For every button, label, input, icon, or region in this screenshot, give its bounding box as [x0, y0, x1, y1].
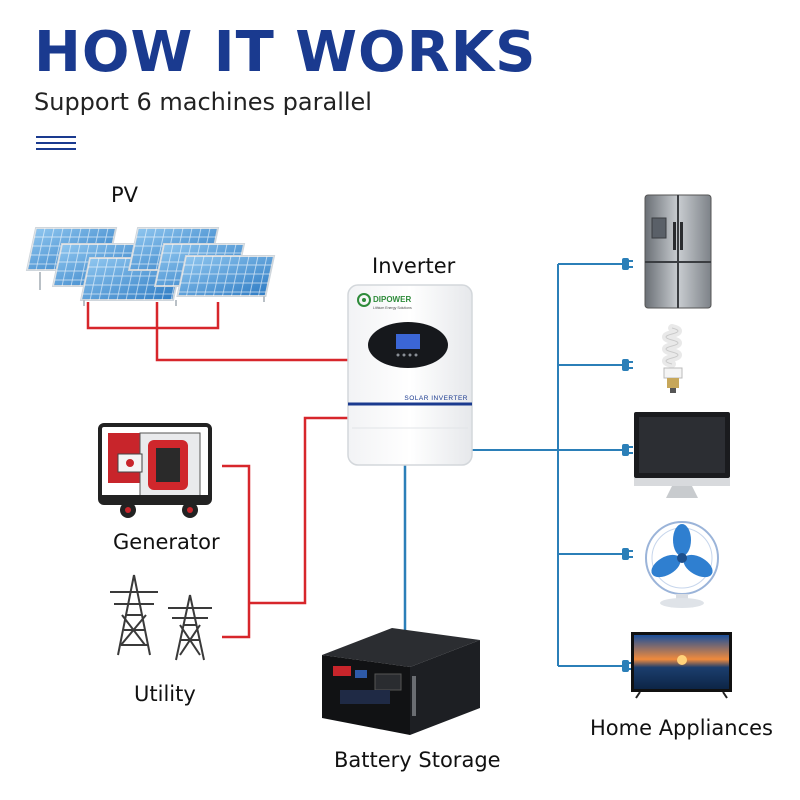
pv-to-inverter-wire — [86, 302, 348, 362]
page-title: HOW IT WORKS — [34, 20, 537, 85]
menu-icon-line-2 — [36, 142, 76, 144]
pv-label: PV — [111, 183, 139, 207]
inverter-label: Inverter — [372, 254, 456, 278]
inverter-tagline: Lithium Energy Solutions — [373, 306, 412, 310]
load-bus-wire — [472, 263, 622, 667]
inverter-buttons — [396, 353, 418, 357]
battery-storage-icon — [322, 628, 480, 735]
solar-panels-icon — [25, 227, 276, 306]
grid-to-inverter-wire — [222, 416, 348, 639]
inverter-brand: DIPOWER — [373, 295, 411, 304]
television-icon — [631, 632, 732, 699]
dipower-logo-icon — [357, 293, 371, 307]
refrigerator-icon — [644, 194, 712, 309]
page-subtitle: Support 6 machines parallel — [34, 88, 372, 116]
fan-icon — [645, 521, 719, 608]
battery-storage-label: Battery Storage — [334, 748, 501, 772]
generator-label: Generator — [113, 530, 220, 554]
generator-icon — [98, 423, 212, 518]
light-bulb-icon — [662, 324, 683, 393]
utility-tower-icon — [110, 574, 212, 661]
inverter-model-text: SOLAR INVERTER — [404, 395, 468, 402]
monitor-icon — [634, 412, 730, 498]
menu-icon-line-1 — [36, 136, 76, 138]
inverter-lcd-screen — [396, 334, 420, 349]
home-appliances-label: Home Appliances — [590, 716, 773, 740]
inverter-device: DIPOWER Lithium Energy Solutions SOLAR I… — [347, 284, 473, 466]
utility-label: Utility — [134, 682, 196, 706]
plug-connectors — [622, 258, 633, 672]
menu-icon-line-3 — [36, 148, 76, 150]
